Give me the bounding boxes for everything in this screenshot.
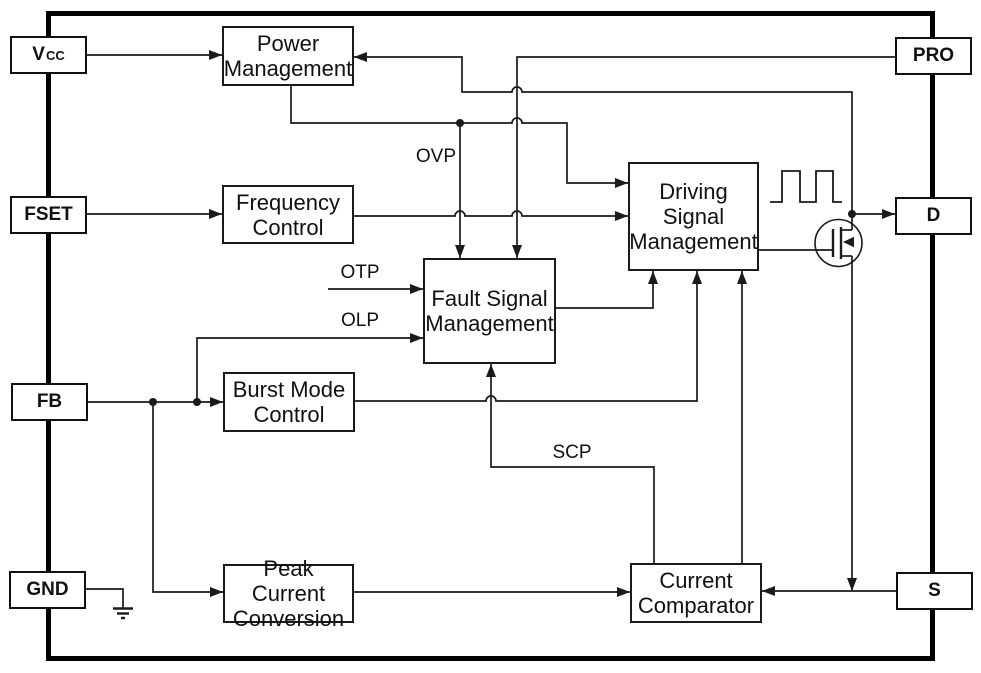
wire-fb-olp-to-fault-signal-management <box>196 333 423 402</box>
chip-outline <box>46 11 935 661</box>
block-label: Control <box>252 214 324 240</box>
pin-label: FSET <box>24 204 73 225</box>
block-label: Current <box>659 568 733 593</box>
wire-drain-to-d-pin <box>851 214 895 230</box>
block-power-management: Power Management <box>222 26 354 86</box>
wire-scp-to-fault-signal-management <box>486 364 655 563</box>
pin-s: S <box>896 572 973 610</box>
block-label: Driving Signal <box>659 179 728 229</box>
block-label: Management <box>425 311 554 336</box>
earth-ground-icon <box>86 588 133 620</box>
junction-dot <box>456 119 464 127</box>
block-fault-signal-management: Fault Signal Management <box>423 258 556 364</box>
wire-burst-mode-to-driving-signal-management <box>355 271 702 402</box>
signal-label-ovp: OVP <box>415 146 456 167</box>
pin-pro: PRO <box>895 37 972 75</box>
block-label: Management <box>629 229 758 254</box>
block-label: Management <box>223 56 353 81</box>
pin-gnd: GND <box>9 571 86 609</box>
junction-dot <box>149 398 157 406</box>
pin-label: GND <box>26 579 69 600</box>
block-label: Peak Current <box>251 556 326 606</box>
block-label: Frequency <box>236 189 340 215</box>
wire-pro-to-fault-signal-management <box>512 56 895 258</box>
block-burst-mode-control: Burst Mode Control <box>223 372 355 432</box>
signal-label-otp: OTP <box>340 262 380 283</box>
block-label: Control <box>253 402 325 427</box>
block-label: Burst Mode <box>232 377 346 402</box>
block-label: Comparator <box>637 593 755 618</box>
block-current-comparator: Current Comparator <box>630 563 762 623</box>
block-driving-signal-management: Driving Signal Management <box>628 162 759 271</box>
pin-label: V <box>32 44 45 65</box>
block-label: Conversion <box>232 606 345 631</box>
block-peak-current-conversion: Peak Current Conversion <box>223 556 354 631</box>
wire-fault-signal-to-driving-signal-management <box>556 271 658 309</box>
pin-fb: FB <box>11 383 88 421</box>
pin-label: S <box>928 580 941 601</box>
block-frequency-control: Frequency Control <box>222 185 354 244</box>
pin-label: FB <box>36 391 63 412</box>
block-label: Fault Signal <box>431 286 548 311</box>
block-label: Power <box>256 31 320 56</box>
n-mosfet-icon <box>814 218 863 268</box>
wire-drain-node-to-power-management <box>354 52 853 214</box>
pin-fset: FSET <box>10 196 87 234</box>
signal-label-scp: SCP <box>552 442 592 463</box>
pin-d: D <box>895 197 972 235</box>
pin-label: PRO <box>912 45 955 66</box>
wire-frequency-control-to-driving-signal-management <box>354 210 628 221</box>
junction-dot <box>848 210 856 218</box>
wire-power-management-to-driving-signal-management <box>290 86 628 188</box>
pwm-waveform-icon <box>770 170 842 203</box>
junction-dot <box>193 398 201 406</box>
signal-label-olp: OLP <box>340 310 380 331</box>
pin-label-subscript: CC <box>45 47 65 63</box>
pin-label: D <box>926 205 941 226</box>
wire-fb-to-peak-current-conversion <box>152 402 223 597</box>
